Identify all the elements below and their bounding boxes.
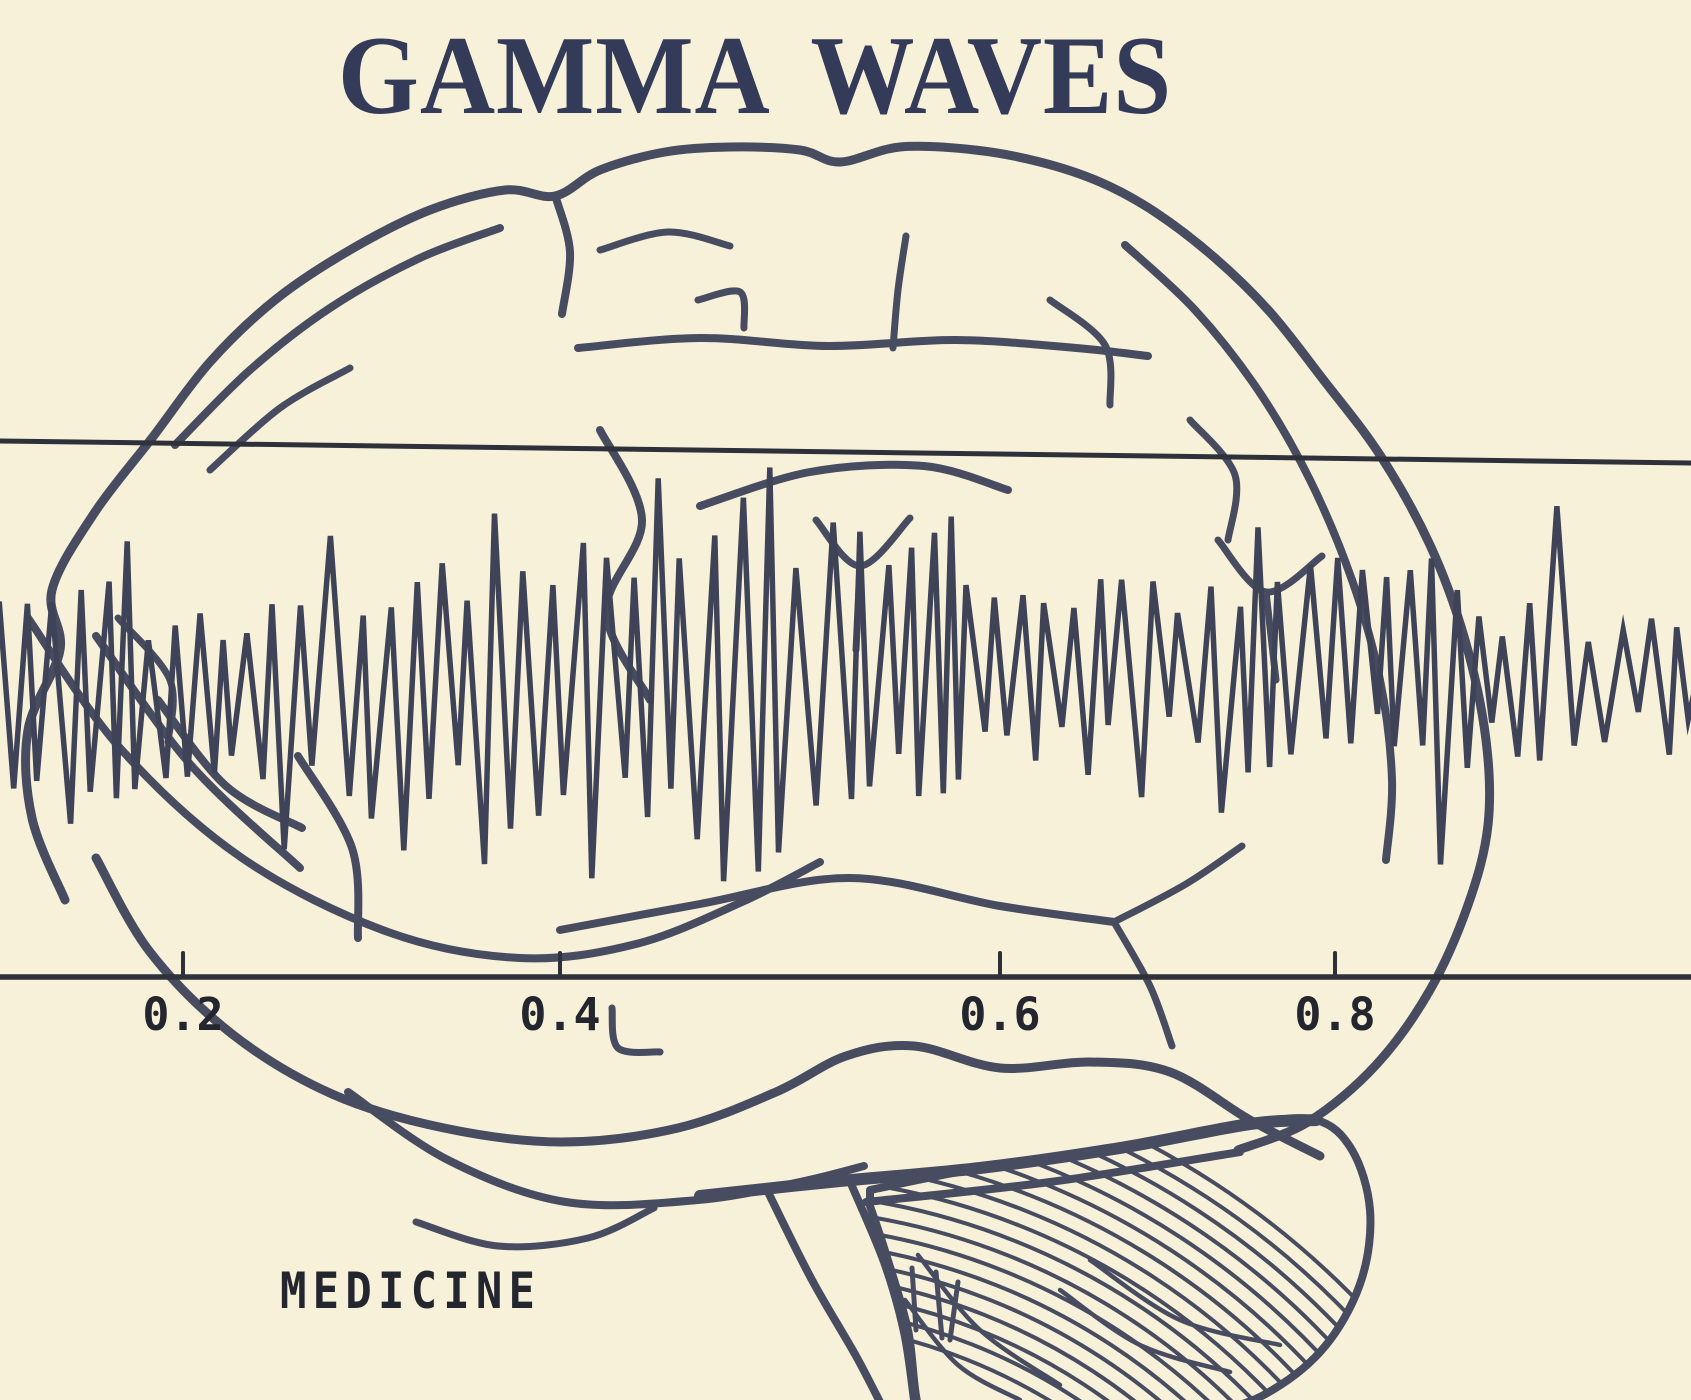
footer-label: MEDICINE: [280, 1262, 542, 1320]
page-title: GAMMA WAVES: [337, 14, 1173, 138]
x-axis-tick-label: 0.4: [519, 988, 601, 1041]
x-axis-tick-label: 0.6: [959, 988, 1041, 1041]
cerebellum-hatching: [870, 1118, 1371, 1400]
x-axis-tick-label: 0.2: [142, 988, 224, 1041]
brain-line-art: [21, 141, 1495, 1400]
eeg-gamma-trace: [0, 467, 1691, 882]
axis-lines: [0, 438, 1691, 980]
x-axis-tick-label: 0.8: [1294, 988, 1376, 1041]
